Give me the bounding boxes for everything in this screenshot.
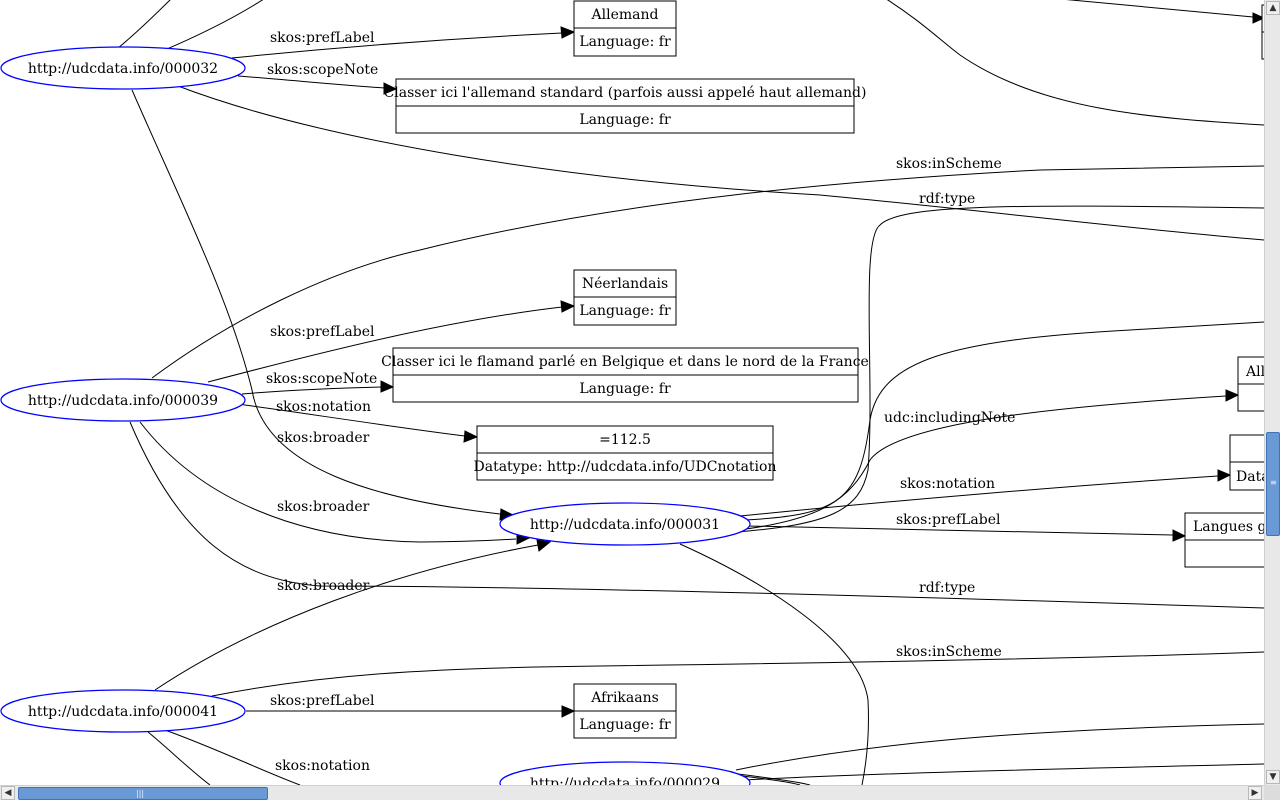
edge-label: skos:scopeNote — [266, 371, 377, 387]
uri-node-000029[interactable]: http://udcdata.info/000029 — [499, 761, 751, 785]
edge-label: skos:prefLabel — [270, 324, 375, 340]
edge-label: rdf:type — [919, 580, 975, 596]
literal-box-clipped-all[interactable]: All — [1237, 356, 1264, 412]
edge-label: skos:scopeNote — [267, 62, 378, 78]
edge-label: rdf:type — [919, 191, 975, 207]
edge-label: skos:notation — [276, 399, 371, 415]
literal-meta: Data — [1236, 469, 1264, 485]
literal-meta: Language: fr — [579, 381, 671, 397]
vertical-scrollbar[interactable]: ▲ ≡ ▼ — [1264, 0, 1280, 785]
literal-box-afrikaans[interactable]: Afrikaans Language: fr — [573, 683, 677, 739]
uri-node-000032[interactable]: http://udcdata.info/000032 — [0, 46, 246, 90]
edge-label: skos:broader — [277, 430, 370, 446]
uri-node-label: http://udcdata.info/000032 — [28, 61, 218, 77]
uri-node-label: http://udcdata.info/000041 — [28, 704, 218, 720]
grip-icon: ||| — [136, 789, 145, 798]
literal-meta: Datatype: http://udcdata.info/UDCnotatio… — [474, 459, 777, 475]
scroll-right-button[interactable]: ▶ — [1248, 786, 1262, 800]
literal-box-allemand-note[interactable]: Classer ici l'allemand standard (parfois… — [384, 78, 867, 134]
uri-node-label: http://udcdata.info/000039 — [28, 393, 218, 409]
edge-label: skos:notation — [900, 476, 995, 492]
edge-label: skos:prefLabel — [270, 693, 375, 709]
grip-icon: ≡ — [1270, 478, 1277, 487]
scroll-left-button[interactable]: ◀ — [1, 786, 15, 800]
edge-label: udc:includingNote — [884, 410, 1015, 426]
literal-meta: Language: fr — [579, 112, 671, 128]
edge-label: skos:inScheme — [896, 644, 1002, 660]
edge-label: skos:broader — [277, 578, 370, 594]
scroll-down-button[interactable]: ▼ — [1266, 770, 1280, 784]
scroll-up-button[interactable]: ▲ — [1266, 1, 1280, 15]
edge-labels: skos:prefLabel skos:scopeNote skos:inSch… — [266, 30, 1015, 774]
vertical-scroll-thumb[interactable]: ≡ — [1266, 432, 1280, 536]
literal-value: Classer ici l'allemand standard (parfois… — [384, 85, 867, 101]
literal-box-allemand[interactable]: Allemand Language: fr — [573, 0, 677, 57]
uri-node-000031[interactable]: http://udcdata.info/000031 — [499, 502, 751, 546]
literal-meta: Language: fr — [579, 717, 671, 733]
edge-label: skos:broader — [277, 499, 370, 515]
literal-box-clipped-data[interactable]: Data — [1229, 434, 1264, 491]
edge-label: skos:prefLabel — [896, 512, 1001, 528]
literal-value: All — [1245, 364, 1264, 380]
literal-box-flamand-note[interactable]: Classer ici le flamand parlé en Belgique… — [381, 347, 869, 403]
literal-box-clipped-top[interactable] — [1261, 4, 1264, 60]
literal-box-notation[interactable]: =112.5 Datatype: http://udcdata.info/UDC… — [474, 425, 777, 481]
literal-value: Allemand — [591, 7, 659, 23]
literal-value: Afrikaans — [590, 690, 659, 706]
edges — [117, 0, 1264, 785]
edge-label: skos:prefLabel — [270, 30, 375, 46]
literal-value: Classer ici le flamand parlé en Belgique… — [381, 354, 869, 370]
uri-node-000039[interactable]: http://udcdata.info/000039 — [0, 378, 246, 422]
literal-meta: Language: fr — [579, 34, 671, 50]
uri-node-label: http://udcdata.info/000029 — [530, 776, 720, 785]
horizontal-scroll-thumb[interactable]: ||| — [18, 787, 268, 800]
uri-node-label: http://udcdata.info/000031 — [530, 517, 720, 533]
literal-value: =112.5 — [599, 432, 651, 448]
literal-box-neerlandais[interactable]: Néerlandais Language: fr — [573, 269, 677, 326]
uri-node-000041[interactable]: http://udcdata.info/000041 — [0, 689, 246, 733]
literal-value: Langues ge — [1193, 519, 1264, 535]
edge-label: skos:notation — [275, 758, 370, 774]
graph-viewport[interactable]: skos:prefLabel skos:scopeNote skos:inSch… — [0, 0, 1264, 785]
literal-value: Néerlandais — [582, 276, 668, 292]
literal-box-clipped-langues[interactable]: Langues ge — [1184, 512, 1264, 568]
literal-meta: Language: fr — [579, 303, 671, 319]
scrollbar-corner — [1264, 785, 1280, 800]
edge-label: skos:inScheme — [896, 156, 1002, 172]
rdf-graph: skos:prefLabel skos:scopeNote skos:inSch… — [0, 0, 1264, 785]
horizontal-scrollbar[interactable]: ◀ ||| ▶ — [0, 785, 1264, 800]
